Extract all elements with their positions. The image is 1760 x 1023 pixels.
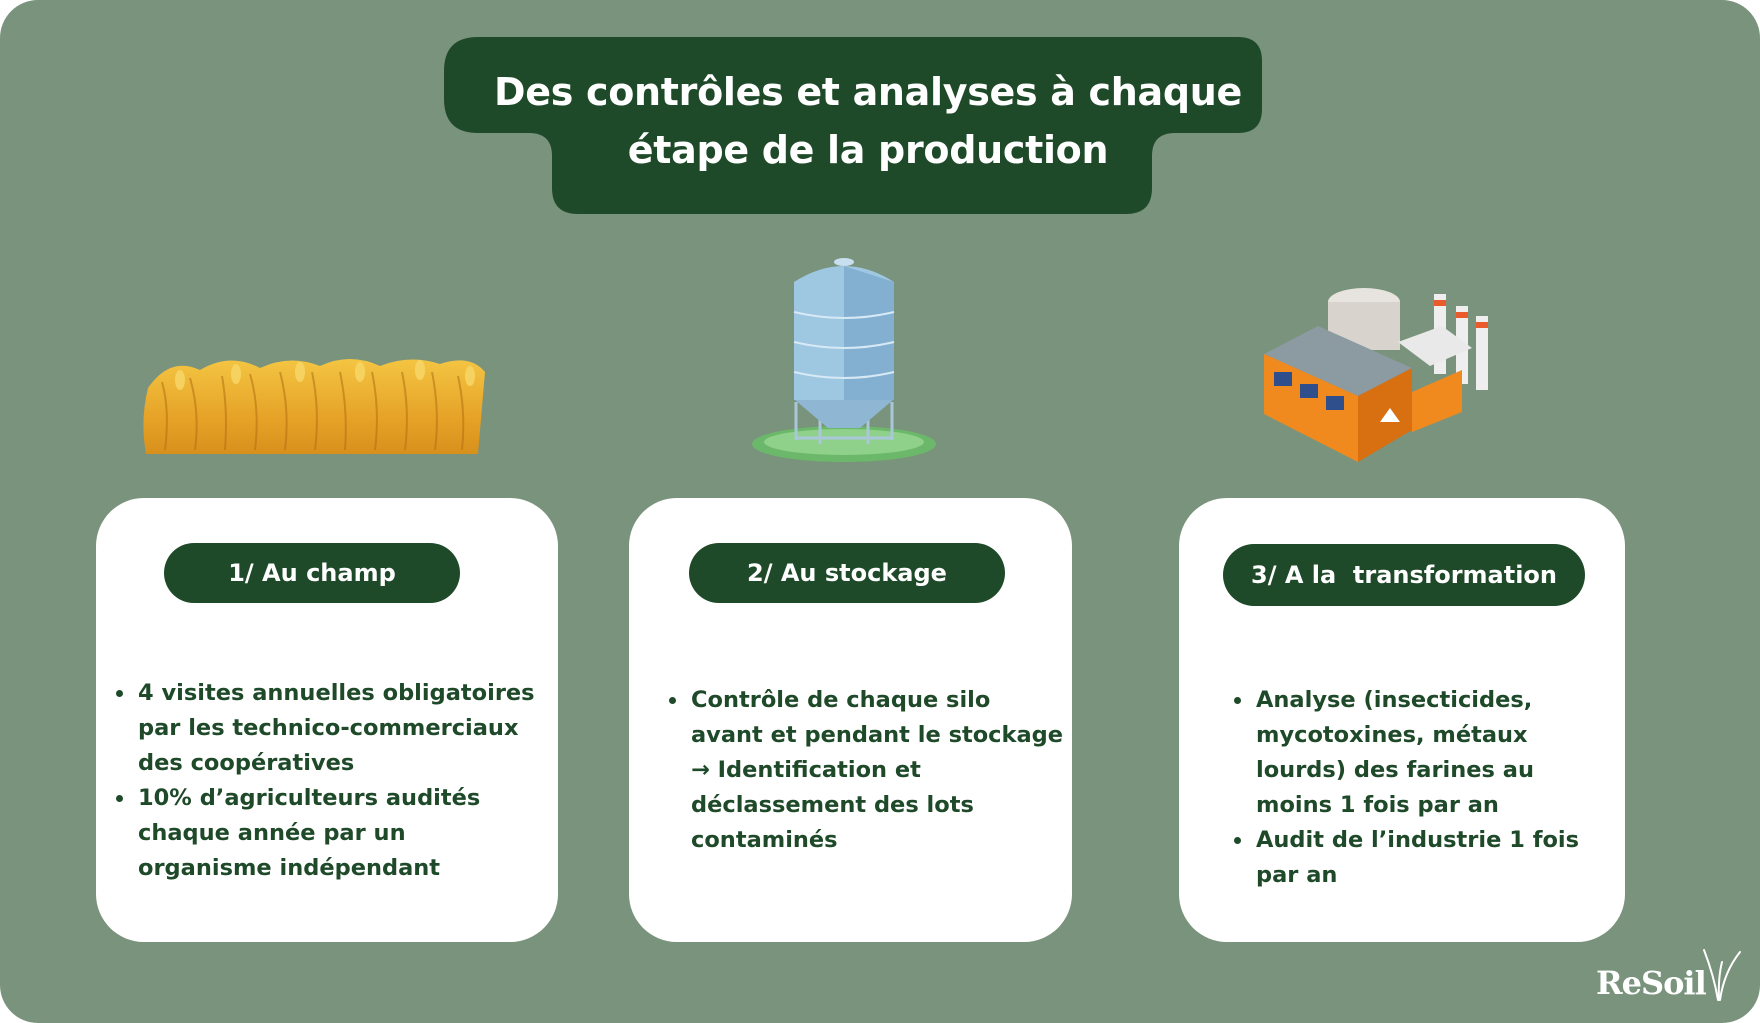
list-item: Contrôle de chaque silo avant et pendant… — [667, 683, 1067, 858]
grass-sprout-icon — [1703, 949, 1741, 1001]
title-banner: Des contrôles et analyses à chaque étape… — [0, 0, 1760, 230]
list-item: Audit de l’industrie 1 fois par an — [1232, 823, 1612, 893]
wheat-field-icon — [143, 359, 485, 454]
step-heading-field: 1/ Au champ — [164, 543, 460, 603]
page-title-line-2: étape de la production — [627, 128, 1109, 172]
logo-text: ReSoil — [1596, 964, 1707, 1002]
step-card-storage: 2/ Au stockage Contrôle de chaque silo a… — [629, 498, 1072, 942]
page-title-line-1: Des contrôles et analyses à chaque — [494, 70, 1242, 114]
factory-icon — [1264, 288, 1488, 462]
title-banner-shape — [444, 37, 1262, 214]
step-bullets-storage: Contrôle de chaque silo avant et pendant… — [667, 683, 1067, 858]
step-bullets-field: 4 visites annuelles obligatoires par les… — [114, 676, 544, 886]
step-card-processing: 3/ A la transformation Analyse (insectic… — [1179, 498, 1625, 942]
list-item: 4 visites annuelles obligatoires par les… — [114, 676, 544, 781]
list-item: 10% d’agriculteurs audités chaque année … — [114, 781, 544, 886]
step-card-field: 1/ Au champ 4 visites annuelles obligato… — [96, 498, 558, 942]
grain-silo-icon — [752, 258, 936, 462]
step-bullets-processing: Analyse (insecticides, mycotoxines, méta… — [1232, 683, 1612, 893]
step-heading-processing: 3/ A la transformation — [1223, 544, 1585, 606]
step-heading-storage: 2/ Au stockage — [689, 543, 1005, 603]
list-item: Analyse (insecticides, mycotoxines, méta… — [1232, 683, 1612, 823]
resoil-logo: ReSoil — [1596, 942, 1746, 1008]
